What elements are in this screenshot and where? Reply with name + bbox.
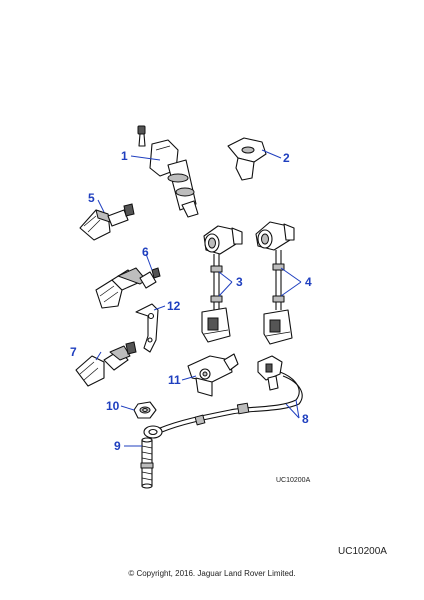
part-1-solenoid [137,125,199,218]
leader-lines [95,149,302,447]
part-9-stud [140,437,154,489]
part-12-bracket [135,303,159,353]
callout-1: 1 [121,149,128,163]
callout-5: 5 [88,191,95,205]
callout-11: 11 [168,373,181,387]
callout-2: 2 [283,151,290,165]
part-2-sensor [227,137,267,181]
part-4-sensor [255,221,295,345]
part-7-sensor [75,341,137,387]
callout-4: 4 [305,275,312,289]
part-10-nut [133,401,157,419]
diagram-reference-small: UC10200A [276,477,311,484]
callout-8: 8 [302,412,309,426]
part-6-sensor [95,267,161,309]
diagram-reference: UC10200A [338,546,387,557]
copyright-notice: © Copyright, 2016. Jaguar Land Rover Lim… [128,569,295,578]
part-11-sensor [187,353,239,397]
callout-6: 6 [142,245,149,259]
part-8-harness [143,355,303,439]
callout-9: 9 [114,439,121,453]
callout-10: 10 [106,399,120,413]
callouts: 1 2 3 4 5 6 7 8 9 10 11 12 [70,149,312,453]
part-5-sensor [79,203,135,241]
callout-7: 7 [70,345,77,359]
part-3-sensor [201,225,243,343]
callout-12: 12 [167,299,181,313]
callout-3: 3 [236,275,243,289]
